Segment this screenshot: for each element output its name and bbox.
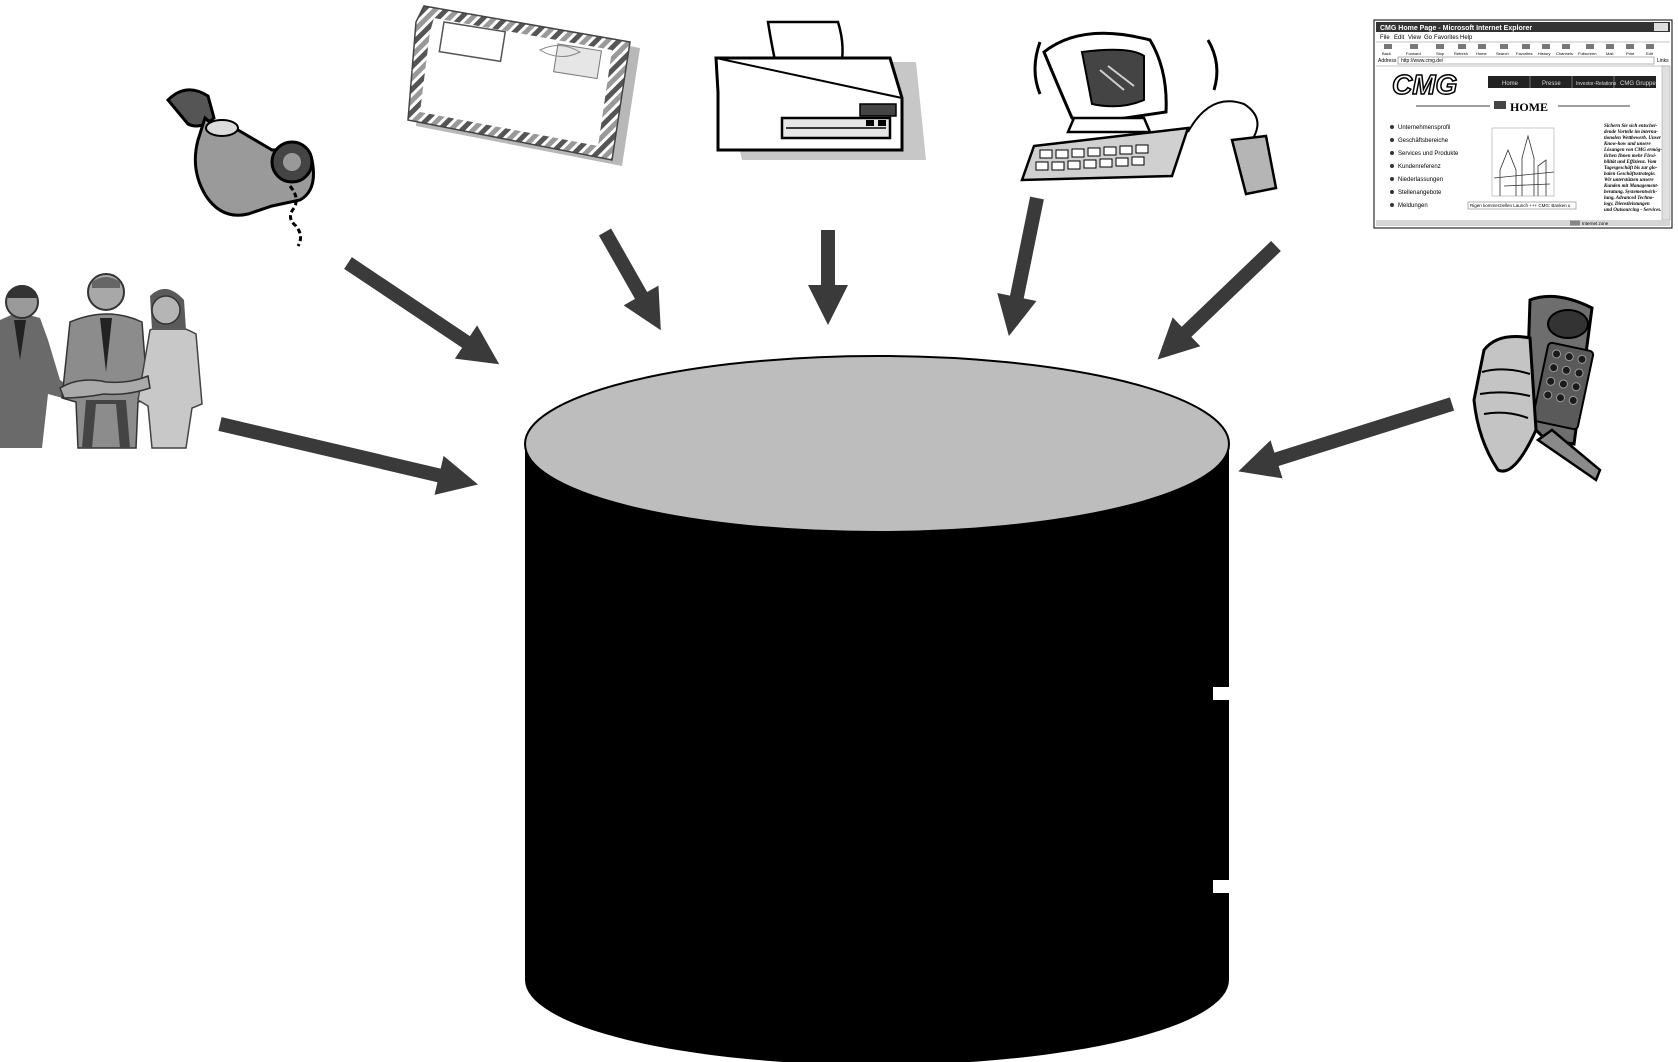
svg-text:beratung, Systementwick-: beratung, Systementwick- — [1604, 190, 1657, 195]
browser-title: CMG Home Page - Microsoft Internet Explo… — [1380, 25, 1532, 32]
cmg-nav-list: Unternehmensprofil Geschäftsbereiche Ser… — [1390, 125, 1459, 209]
cmg-tab-presse: Presse — [1542, 81, 1561, 87]
news-ticker — [1467, 201, 1577, 210]
svg-text:tionalen Wettbewerb. Unser: tionalen Wettbewerb. Unser — [1604, 136, 1661, 141]
menu-edit: Edit — [1394, 35, 1405, 41]
database-notch-lower — [1213, 880, 1231, 893]
arrow-from-mail — [598, 228, 661, 331]
links-label: Links — [1657, 58, 1669, 64]
letter-icon — [407, 5, 640, 166]
toolbar-stop: Stop — [1436, 51, 1445, 56]
svg-text:Know-how und unsere: Know-how und unsere — [1603, 142, 1651, 147]
cmg-tab-home: Home — [1502, 81, 1519, 87]
arrow-from-telephone — [344, 257, 500, 365]
menu-file: File — [1380, 35, 1390, 41]
toolbar-history: History — [1538, 51, 1550, 56]
svg-text:Tagesgeschäft bis zur glo-: Tagesgeschäft bis zur glo- — [1604, 166, 1658, 171]
home-icon — [1494, 101, 1506, 109]
svg-text:Wir unterstützen unsere: Wir unterstützen unsere — [1604, 178, 1654, 183]
svg-text:dende Vorteile im interna-: dende Vorteile im interna- — [1604, 130, 1658, 135]
browser-titlebar — [1376, 22, 1670, 32]
toolbar-back: Back — [1382, 51, 1391, 56]
address-bar — [1397, 56, 1655, 65]
toolbar-mail: Mail — [1606, 51, 1613, 56]
svg-text:bilität und Effizienz. Vom: bilität und Effizienz. Vom — [1604, 160, 1657, 165]
toolbar-home: Home — [1476, 51, 1487, 56]
news-ticker-text: Rigen kommerziellen Launch +++ CMG: Bank… — [1470, 203, 1571, 208]
svg-text:und Outsourcing - Services.: und Outsourcing - Services. — [1604, 208, 1662, 213]
svg-text:balen Geschäftsstrategie.: balen Geschäftsstrategie. — [1604, 172, 1656, 177]
fax-machine-icon — [714, 20, 926, 160]
menu-go: Go — [1424, 35, 1433, 41]
svg-text:lung, Advanced Techno-: lung, Advanced Techno- — [1604, 196, 1654, 201]
browser-scrollbar — [1661, 65, 1671, 221]
database-notch-upper — [1213, 687, 1231, 700]
status-zone: Internet zone — [1582, 221, 1609, 226]
toolbar-channels: Channels — [1556, 51, 1573, 56]
toolbar-forward: Forward — [1406, 51, 1421, 56]
nav-item: Services und Produkte — [1398, 151, 1459, 157]
mobile-phone-icon — [1472, 294, 1602, 482]
arrow-from-computer — [997, 196, 1044, 337]
telephone-icon — [165, 88, 315, 247]
toolbar-favorites: Favorites — [1516, 51, 1532, 56]
svg-text:lichen Ihnen mehr Flexi-: lichen Ihnen mehr Flexi- — [1604, 154, 1657, 159]
svg-text:Sichern Sie sich entschei-: Sichern Sie sich entschei- — [1604, 124, 1658, 129]
internet-browser-icon: CMG Home Page - Microsoft Internet Explo… — [1373, 19, 1673, 229]
cmg-tab-investor: Investor-Relations — [1576, 81, 1617, 87]
nav-item: Kundenreferenz — [1398, 164, 1441, 170]
arrows — [218, 196, 1455, 495]
svg-text:Kunden mit Management-: Kunden mit Management- — [1603, 184, 1659, 189]
toolbar-refresh: Refresh — [1454, 51, 1468, 56]
database-body — [525, 442, 1229, 1062]
menu-help: Help — [1460, 35, 1473, 41]
browser-toolbar: Back Forward Stop Refresh Home Search Fa… — [1382, 44, 1654, 56]
computer-icon — [1020, 31, 1278, 196]
nav-item: Meldungen — [1398, 203, 1428, 209]
arrow-from-mobile — [1238, 397, 1455, 479]
people-meeting-icon — [0, 273, 203, 449]
svg-text:logy, Dienstleistungen: logy, Dienstleistungen — [1604, 202, 1650, 207]
database-top — [524, 355, 1230, 533]
nav-item: Niederlassungen — [1398, 177, 1443, 183]
nav-item: Stellenangebote — [1398, 190, 1442, 196]
arrow-from-fax — [808, 230, 848, 325]
cmg-logo: CMG — [1392, 69, 1457, 100]
browser-statusbar — [1376, 220, 1670, 226]
toolbar-edit: Edit — [1646, 51, 1654, 56]
arrow-from-people — [218, 417, 478, 495]
nav-item: Unternehmensprofil — [1398, 125, 1450, 131]
address-url: http://www.cmg.de/ — [1401, 58, 1444, 64]
database-cylinder — [524, 355, 1231, 1062]
toolbar-search: Search — [1496, 51, 1509, 56]
city-illustration — [1491, 127, 1555, 197]
svg-text:Lösungen von CMG ermög-: Lösungen von CMG ermög- — [1603, 148, 1662, 153]
address-label: Address — [1378, 58, 1397, 64]
cmg-paragraph: Sichern Sie sich entschei- dende Vorteil… — [1603, 124, 1662, 213]
toolbar-print: Print — [1626, 51, 1635, 56]
toolbar-fullscreen: Fullscreen — [1578, 51, 1596, 56]
cmg-tab-gruppe: CMG Gruppe — [1620, 81, 1656, 87]
menu-favorites: Favorites — [1434, 35, 1459, 41]
cmg-heading: HOME — [1510, 100, 1548, 114]
arrow-from-internet — [1157, 240, 1281, 360]
menu-view: View — [1408, 35, 1422, 41]
nav-item: Geschäftsbereiche — [1398, 138, 1449, 144]
